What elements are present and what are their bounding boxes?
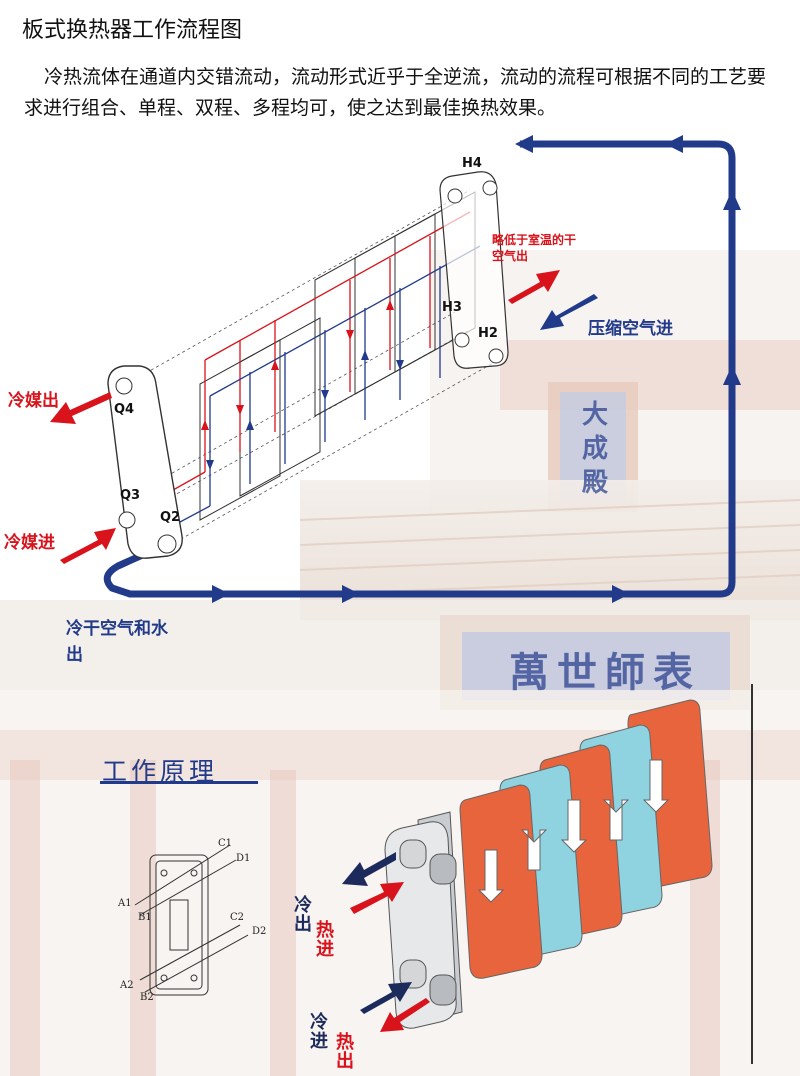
- coolant-in-arrow: [60, 528, 116, 564]
- cold-out-arrow: [342, 852, 396, 886]
- decorative-vertical-line: [751, 684, 753, 1064]
- dry-air-out-label: 略低于室温的干空气出: [492, 233, 577, 263]
- principle-front-plate: [384, 811, 463, 1029]
- description-text: 冷热流体在通道内交错流动，流动形式近乎于全逆流，流动的流程可根据不同的工艺要求进…: [24, 66, 767, 119]
- port-label-q3: Q3: [120, 488, 141, 503]
- page-title: 板式换热器工作流程图: [22, 18, 243, 43]
- pin-label-b1: B1: [138, 912, 152, 923]
- port-label-h4: H4: [462, 156, 482, 171]
- principle-title-underline: [100, 781, 258, 784]
- compressed-air-in-label: 压缩空气进: [588, 319, 673, 339]
- cold-in-arrow: [360, 982, 412, 1014]
- front-end-plate: [107, 365, 183, 559]
- pin-label-b2: B2: [140, 992, 154, 1003]
- coolant-in-label: 冷媒进: [4, 533, 55, 553]
- pin-label-a1: A1: [118, 898, 132, 909]
- plate-stack: [459, 699, 713, 979]
- hot-out-arrow: [380, 998, 430, 1032]
- port-label-h3: H3: [442, 300, 462, 315]
- principle-schematic: [134, 844, 249, 996]
- pin-label-d1: D1: [236, 853, 251, 864]
- port-label-h2: H2: [478, 326, 498, 341]
- description-paragraph: 冷热流体在通道内交错流动，流动形式近乎于全逆流，流动的流程可根据不同的工艺要求进…: [24, 62, 784, 124]
- pin-label-d2: D2: [252, 926, 267, 937]
- compressed-air-in-arrow: [540, 294, 598, 330]
- pin-label-a2: A2: [120, 980, 134, 991]
- hot-in-label: 热进: [313, 920, 334, 958]
- return-pipe: [103, 140, 736, 598]
- cold-dry-air-out-label: 冷干空气和水出: [66, 619, 168, 665]
- port-label-q4: Q4: [114, 402, 135, 417]
- cold-out-label: 冷出: [291, 895, 312, 933]
- port-label-q2: Q2: [160, 510, 181, 525]
- pin-label-c1: C1: [218, 838, 233, 849]
- hot-in-arrow: [350, 882, 404, 914]
- hot-out-label: 热出: [333, 1032, 354, 1070]
- lower-sign-text: 萬世師表: [509, 650, 701, 696]
- cold-in-label: 冷进: [307, 1012, 328, 1050]
- dry-air-out-arrow: [508, 270, 560, 304]
- rear-end-plate: [439, 171, 509, 369]
- pin-label-c2: C2: [230, 912, 245, 923]
- upper-sign-text: 大成殿: [581, 400, 608, 498]
- coolant-out-label: 冷媒出: [8, 391, 59, 411]
- coolant-out-arrow: [50, 392, 112, 424]
